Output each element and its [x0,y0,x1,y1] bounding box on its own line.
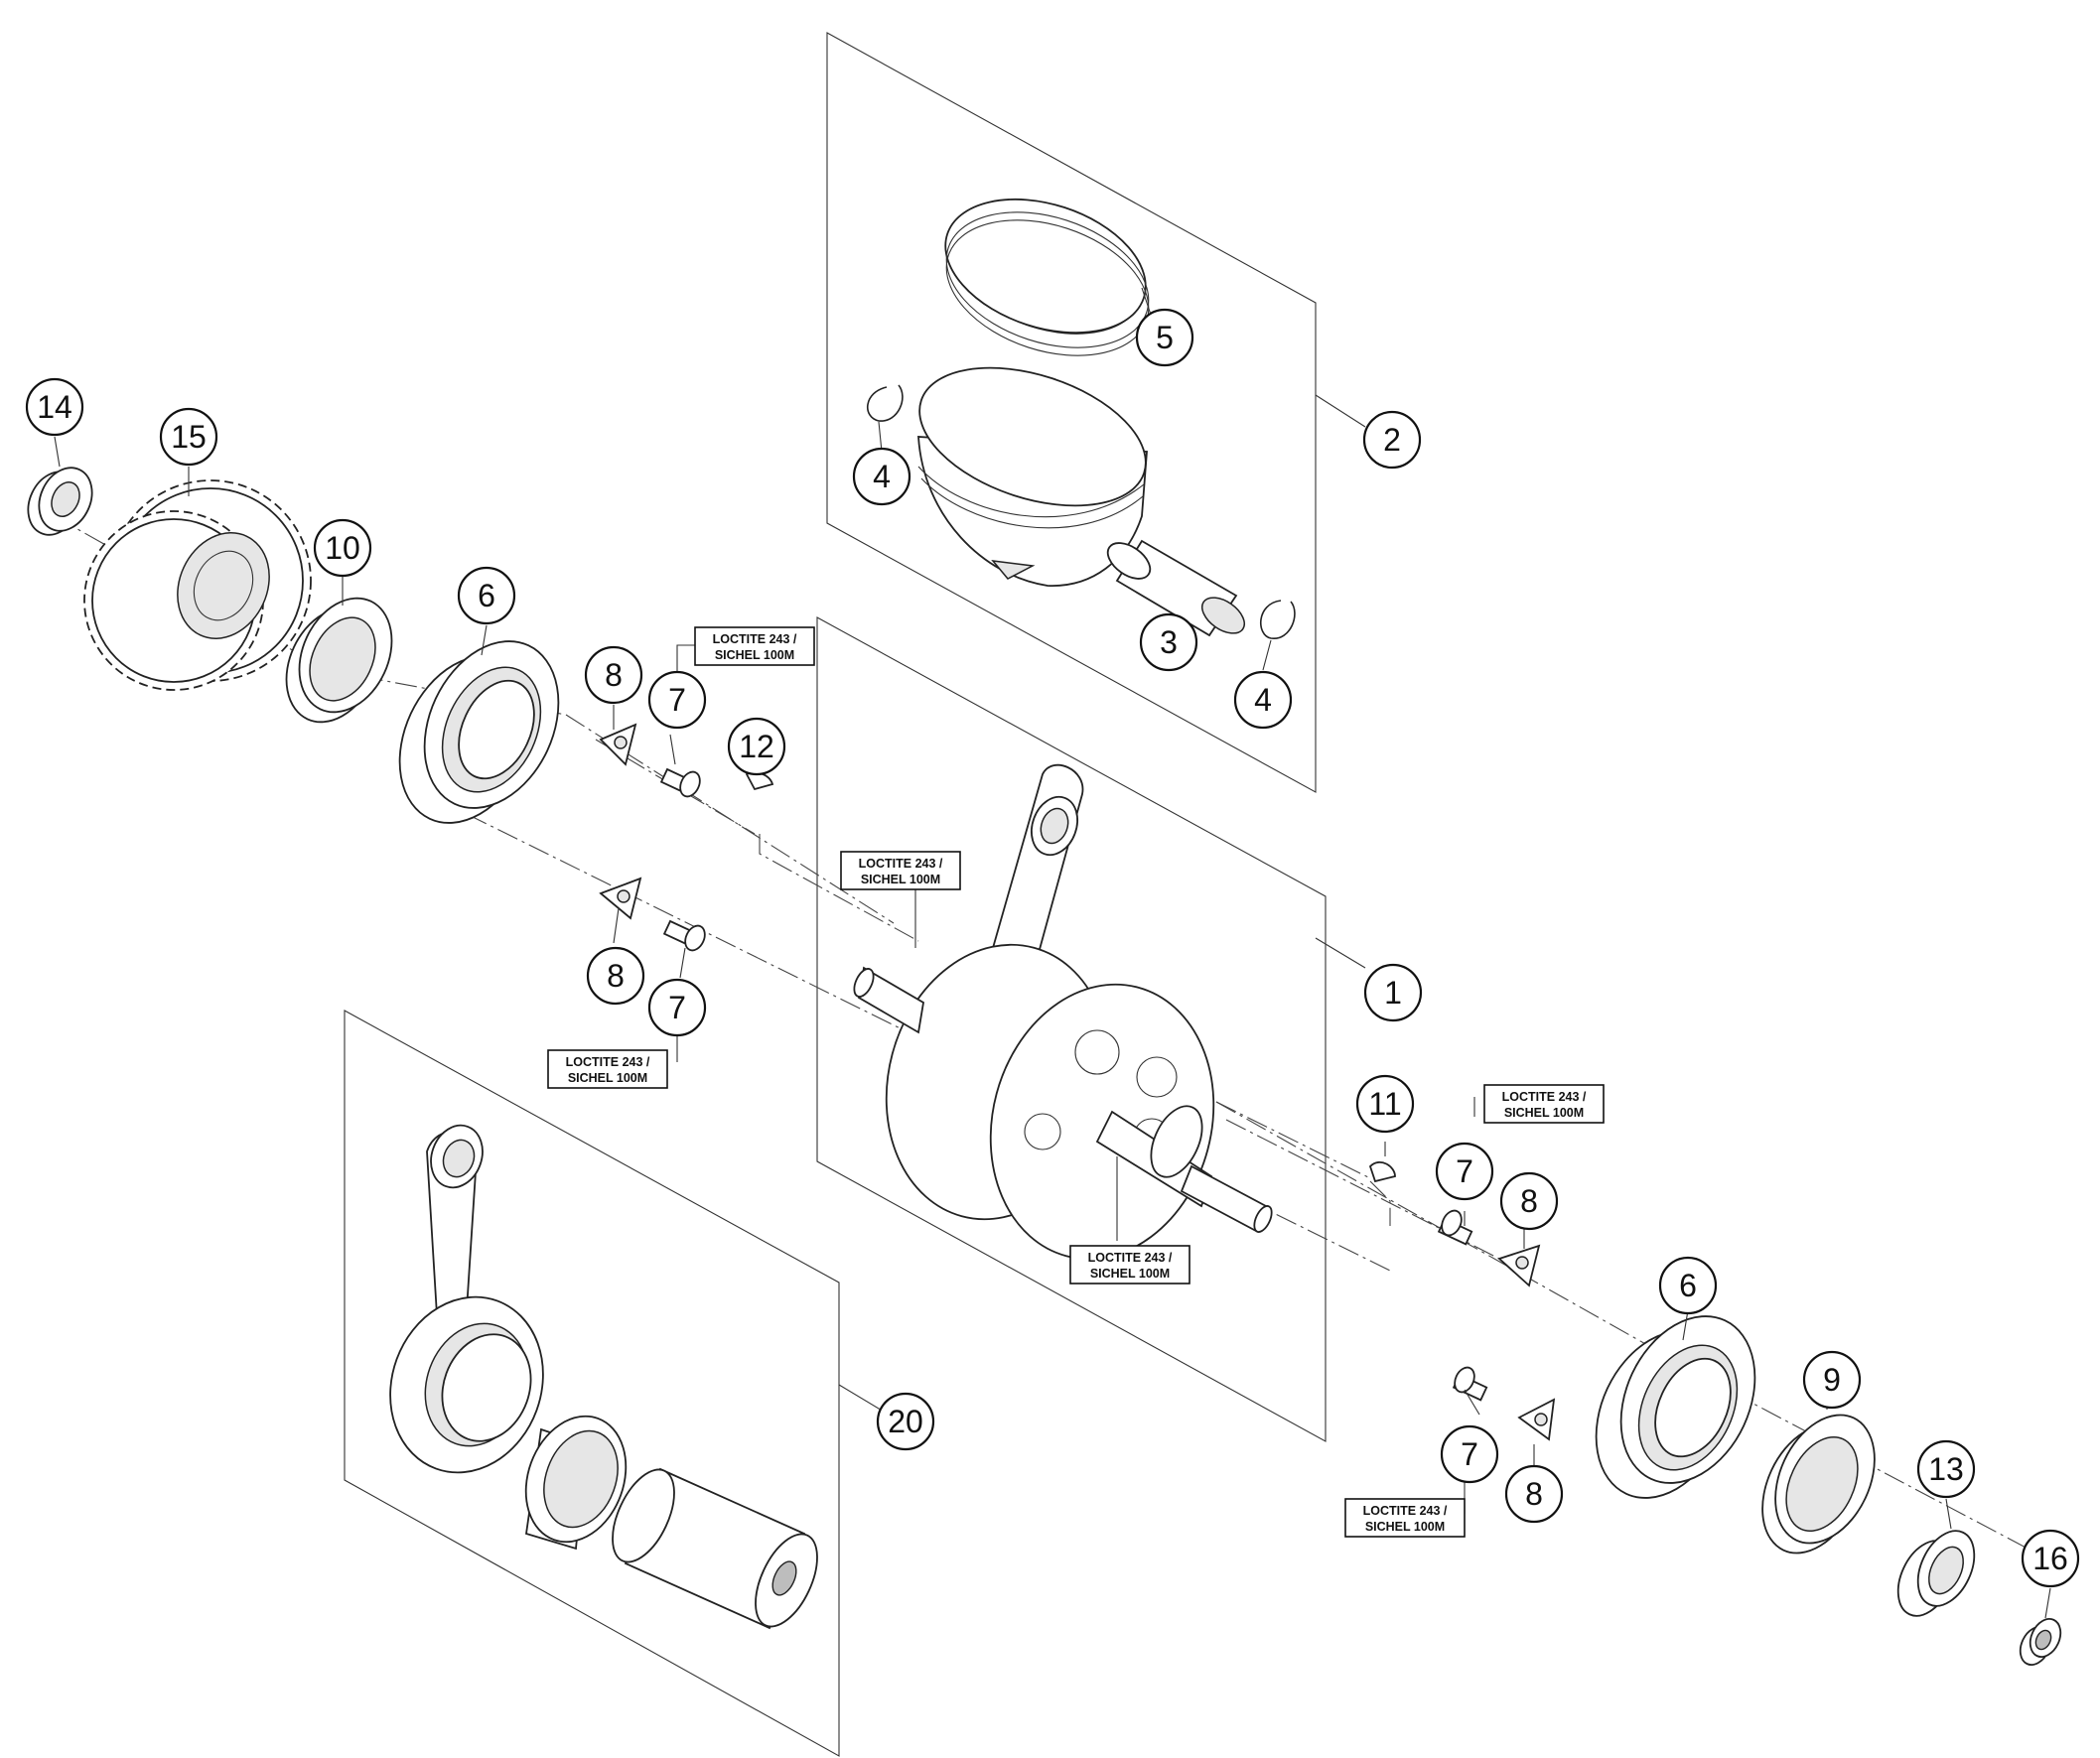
callout-15: 15 [159,407,218,467]
retaining-plate-upper-left [599,723,637,766]
loctite-note-upper-left: LOCTITE 243 / SICHEL 100M [694,626,815,666]
callout-8-upper-left: 8 [584,645,643,705]
loctite-note-line1: LOCTITE 243 / [859,857,943,871]
conrod-group-panel [344,1010,840,1757]
piston [917,366,1148,587]
callout-7-upper-left: 7 [647,670,707,730]
loctite-note-crank-left: LOCTITE 243 / SICHEL 100M [840,851,961,890]
svg-text:7: 7 [1456,1153,1473,1189]
svg-text:8: 8 [1520,1183,1538,1219]
callout-4-right: 4 [1233,670,1293,730]
svg-text:12: 12 [739,729,774,764]
svg-text:3: 3 [1160,624,1178,660]
conrod-bearing [524,1415,628,1551]
svg-text:20: 20 [888,1404,923,1439]
loctite-note-line2: SICHEL 100M [1365,1520,1445,1534]
right-nut [2019,1618,2062,1666]
callout-8-lower-left: 8 [586,946,645,1006]
svg-text:4: 4 [873,459,891,494]
callout-2: 2 [1362,410,1422,470]
loctite-note-crank-right: LOCTITE 243 / SICHEL 100M [1069,1245,1190,1285]
svg-text:8: 8 [605,657,623,693]
screw-upper-left [659,767,701,798]
svg-text:1: 1 [1384,975,1402,1011]
callout-7-lower-left: 7 [647,978,707,1037]
retaining-plate-lower-left [599,877,642,920]
left-oil-seal [285,597,393,724]
screw-upper-right [1437,1209,1473,1246]
crankshaft-group-panel [816,616,1327,1442]
right-oil-seal [1761,1414,1876,1555]
left-main-bearing [398,640,560,824]
svg-text:6: 6 [1679,1268,1697,1303]
callout-6-right: 6 [1658,1256,1718,1315]
loctite-note-line1: LOCTITE 243 / [1088,1251,1173,1265]
callout-7-lower-right: 7 [1440,1424,1499,1484]
loctite-note-lower-right: LOCTITE 243 / SICHEL 100M [1344,1498,1466,1538]
callout-5: 5 [1135,308,1194,367]
loctite-note-line2: SICHEL 100M [568,1071,647,1085]
loctite-note-upper-right: LOCTITE 243 / SICHEL 100M [1483,1084,1605,1124]
left-oil-seal-small [27,467,93,536]
callout-9: 9 [1802,1350,1862,1410]
svg-text:16: 16 [2032,1541,2068,1576]
callout-16: 16 [2021,1529,2080,1588]
callout-6-left: 6 [457,566,516,625]
callout-3: 3 [1139,612,1198,672]
svg-text:13: 13 [1928,1451,1964,1487]
svg-text:4: 4 [1254,682,1272,718]
right-main-bearing [1595,1315,1756,1499]
svg-text:9: 9 [1823,1362,1841,1398]
svg-text:7: 7 [1461,1436,1478,1472]
svg-text:10: 10 [325,530,360,566]
callout-1: 1 [1363,963,1423,1022]
svg-text:8: 8 [1525,1476,1543,1512]
callout-8-lower-right: 8 [1504,1464,1564,1524]
svg-text:7: 7 [668,682,686,718]
svg-text:5: 5 [1156,320,1174,355]
callout-11: 11 [1355,1074,1415,1134]
loctite-note-line2: SICHEL 100M [1504,1106,1584,1120]
loctite-note-lower-left: LOCTITE 243 / SICHEL 100M [547,1049,668,1089]
svg-text:14: 14 [37,389,72,425]
loctite-note-line1: LOCTITE 243 / [566,1055,650,1069]
screw-lower-left [662,919,706,952]
piston-ring-set [944,198,1150,356]
callout-12: 12 [727,717,786,776]
crank-pin [612,1467,818,1630]
piston-group-panel [826,32,1317,793]
loctite-note-line1: LOCTITE 243 / [713,632,797,646]
callout-10: 10 [313,518,372,578]
callout-8-upper-right: 8 [1499,1171,1559,1231]
callout-14: 14 [25,377,84,437]
svg-text:11: 11 [1368,1086,1401,1122]
primary-gear [83,479,312,691]
woodruff-key-right [1368,1161,1396,1183]
callout-4-left: 4 [852,447,911,506]
piston-pin [1106,539,1245,637]
crankshaft [853,763,1273,1261]
callout-7-upper-right: 7 [1435,1142,1494,1201]
svg-text:6: 6 [478,578,495,613]
piston-pin-clips [866,384,1296,639]
loctite-note-line2: SICHEL 100M [861,873,940,886]
retaining-plate-upper-right [1497,1244,1541,1287]
svg-text:7: 7 [668,990,686,1025]
svg-text:15: 15 [171,419,207,455]
callout-20: 20 [876,1392,935,1451]
retaining-plate-lower-right [1517,1398,1556,1441]
spacer-sleeve [1896,1530,1976,1617]
loctite-note-line1: LOCTITE 243 / [1363,1504,1448,1518]
loctite-note-line2: SICHEL 100M [715,648,794,662]
screw-lower-right [1452,1366,1488,1402]
svg-text:2: 2 [1383,422,1401,458]
loctite-note-line2: SICHEL 100M [1090,1267,1170,1281]
callout-13: 13 [1916,1439,1976,1499]
connecting-rod [389,1124,544,1474]
loctite-note-line1: LOCTITE 243 / [1502,1090,1587,1104]
svg-text:8: 8 [607,958,625,994]
